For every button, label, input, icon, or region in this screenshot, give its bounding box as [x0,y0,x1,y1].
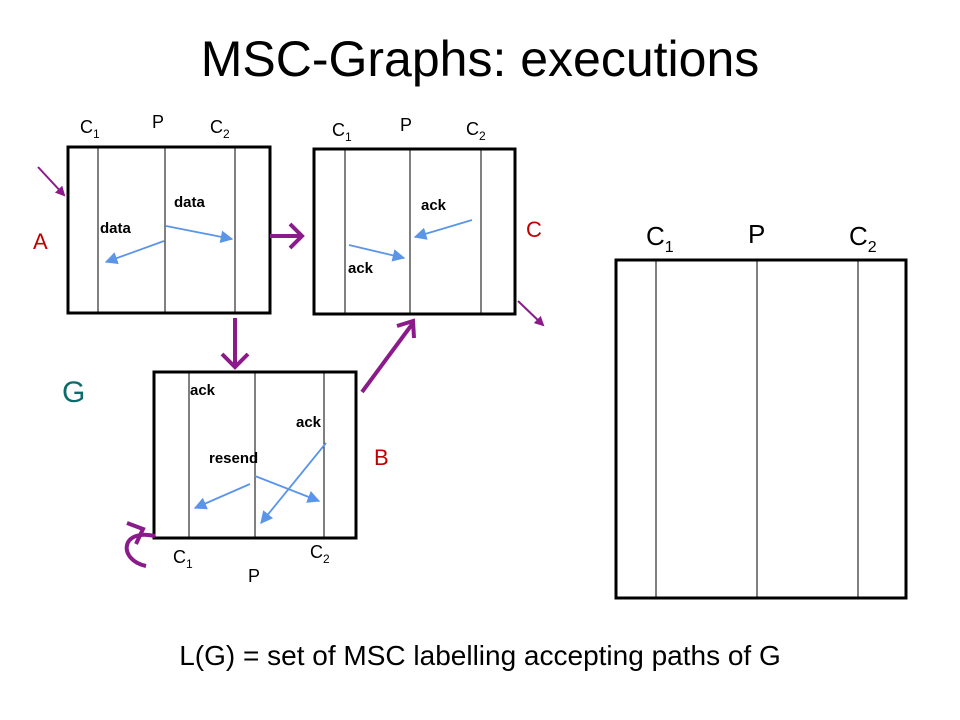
message-arrow-b-2 [254,475,321,503]
execution-lifeline-label-c1: C1 [646,221,674,256]
message-label-b-2: ack [296,414,322,431]
lifeline-label-p-c: P [400,115,412,135]
message-label-b-1: ack [190,382,216,399]
transition-arrowhead-a-to-c [288,222,305,250]
execution-msc: C1 P C2 [614,219,908,600]
message-label-a-1: data [174,194,206,211]
message-label-c-2: ack [348,260,374,277]
message-label-a-2: data [100,220,132,237]
lifeline-label-c1-c: C1 [332,120,352,144]
message-arrow-c-1 [413,219,473,240]
msc-node-c: C1 P C2 ack ack [312,115,517,316]
execution-lifeline-label-c2: C2 [849,221,877,256]
initial-arrow [37,166,66,197]
footer-caption: L(G) = set of MSC labelling accepting pa… [179,640,781,671]
message-arrow-a-1 [165,225,234,243]
msc-node-b: C1 P C2 ack ack resend [152,370,358,586]
final-arrow [517,300,545,327]
message-arrow-b-3 [193,483,251,510]
node-label-c: C [526,217,542,242]
node-label-a: A [33,229,48,254]
msc-node-a: C1 P C2 data data [66,112,272,315]
self-loop-arrowhead-b [126,521,146,545]
message-arrow-c-2 [348,244,406,262]
lifeline-label-c2-a: C2 [210,117,230,141]
execution-lifeline-label-p: P [748,219,765,249]
lifeline-label-p-a: P [152,112,164,132]
lifeline-label-p-b: P [248,566,260,586]
message-label-c-1: ack [421,197,447,214]
message-arrow-a-2 [104,240,165,265]
message-label-b-3: resend [209,450,258,467]
execution-frame [614,258,908,600]
transition-arrow-b-to-c [360,321,415,394]
slide-title: MSC-Graphs: executions [200,31,760,87]
msc-frame-c [312,147,517,316]
message-arrow-b-1 [260,442,327,524]
transition-arrowhead-b-to-c [396,318,416,339]
lifeline-label-c2-b: C2 [310,542,330,566]
transition-arrowhead-a-to-b [220,352,250,370]
graph-label: G [62,376,85,409]
msc-frame-a [66,145,272,315]
lifeline-label-c1-a: C1 [80,117,100,141]
lifeline-label-c1-b: C1 [173,547,193,571]
self-loop-b [124,532,156,568]
lifeline-label-c2-c: C2 [466,119,486,143]
node-label-b: B [374,445,389,470]
